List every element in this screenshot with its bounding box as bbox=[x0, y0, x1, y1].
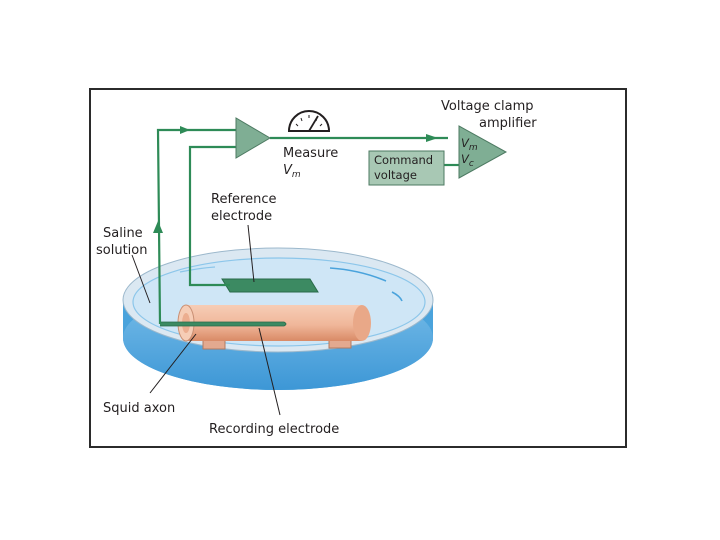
reference-pointer bbox=[247, 224, 255, 283]
saline-solution-label-2: solution bbox=[96, 243, 147, 258]
wiring bbox=[156, 128, 460, 325]
reference-electrode-label-2: electrode bbox=[211, 209, 272, 224]
voltage-clamp-amplifier bbox=[458, 125, 508, 179]
arrowhead-icon bbox=[153, 221, 163, 233]
saline-solution-label-1: Saline bbox=[103, 226, 143, 241]
label-pointers bbox=[131, 224, 281, 416]
squid-axon-pointer bbox=[149, 333, 197, 394]
amplifier-subtitle: amplifier bbox=[479, 116, 537, 131]
arrowhead-icon bbox=[180, 126, 190, 134]
measure-amplifier bbox=[235, 117, 271, 159]
water-highlight bbox=[179, 266, 216, 273]
amp-input-vm-label: Vm bbox=[461, 136, 478, 153]
command-voltage-box bbox=[368, 150, 445, 186]
command-voltage-label-2: voltage bbox=[374, 168, 417, 182]
amplifier-title: Voltage clamp bbox=[441, 99, 534, 114]
reference-electrode-label-1: Reference bbox=[211, 192, 276, 207]
squid-axon-label: Squid axon bbox=[103, 401, 175, 416]
reference-lead-wire bbox=[188, 145, 236, 287]
recording-electrode-wire bbox=[160, 321, 287, 327]
recording-electrode-pointer bbox=[258, 327, 281, 416]
water-highlight bbox=[391, 291, 403, 302]
recording-lead-wire bbox=[156, 128, 236, 325]
reference-electrode-plate bbox=[221, 278, 319, 293]
water-highlight bbox=[329, 267, 387, 282]
command-voltage-label-1: Command bbox=[374, 153, 433, 167]
recording-electrode-label: Recording electrode bbox=[209, 422, 339, 437]
measure-vm-label: Vm bbox=[283, 163, 301, 180]
meter-gauge-icon bbox=[287, 110, 331, 132]
amp-input-vc-label: Vc bbox=[461, 152, 474, 169]
saline-pointer bbox=[131, 254, 151, 304]
arrowhead-icon bbox=[426, 134, 438, 142]
measure-label: Measure bbox=[283, 146, 338, 161]
